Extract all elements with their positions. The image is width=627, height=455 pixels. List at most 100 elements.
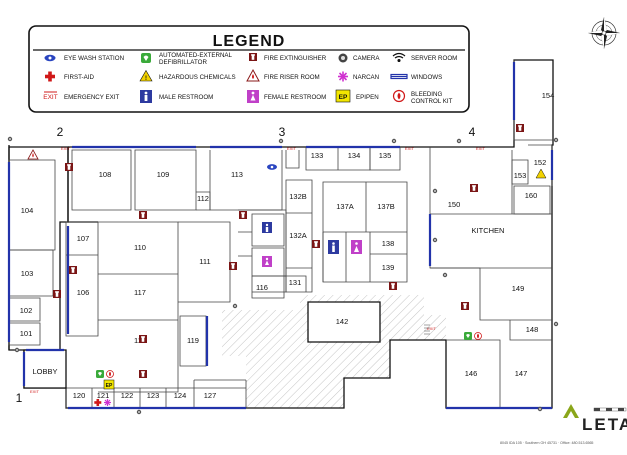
camera-icon bbox=[14, 347, 20, 353]
legend-label-first-aid: FIRST-AID bbox=[64, 74, 94, 81]
wing-marker-2: 2 bbox=[57, 125, 64, 139]
camera-icon bbox=[232, 303, 238, 309]
room-160: 160 bbox=[525, 191, 538, 200]
legend-label-epipen: EPIPEN bbox=[356, 94, 379, 101]
room-138: 138 bbox=[382, 239, 395, 248]
room-153: 153 bbox=[514, 171, 527, 180]
legend-label-aed: AUTOMATED-EXTERNAL bbox=[159, 52, 233, 59]
legend-label-female: FEMALE RESTROOM bbox=[264, 94, 326, 101]
aed-icon bbox=[141, 53, 151, 63]
legend-label-hazardous: HAZARDOUS CHEMICALS bbox=[159, 74, 236, 81]
room-121: 121 bbox=[97, 391, 110, 400]
room-lobby: LOBBY bbox=[32, 367, 57, 376]
room-107: 107 bbox=[77, 234, 90, 243]
svg-text:EXIT: EXIT bbox=[61, 146, 70, 151]
male-restroom-icon bbox=[328, 240, 339, 254]
fire-riser-icon bbox=[27, 149, 39, 160]
room-131: 131 bbox=[289, 278, 302, 287]
exit-icon: EXIT bbox=[43, 91, 58, 101]
fire-extinguisher-icon bbox=[139, 370, 147, 378]
room-132B: 132B bbox=[289, 192, 307, 201]
legend-frame bbox=[28, 25, 470, 113]
fire-extinguisher-icon bbox=[312, 240, 320, 248]
legend-panel: LEGEND EXIT ! EP EYE WASH STATION AUTOMA… bbox=[28, 25, 470, 113]
room-134: 134 bbox=[348, 151, 361, 160]
bleeding-kit-icon bbox=[474, 332, 482, 340]
room-152: 152 bbox=[534, 158, 547, 167]
room-120: 120 bbox=[73, 391, 86, 400]
female-restroom-icon bbox=[262, 256, 272, 267]
camera-icon bbox=[391, 138, 397, 144]
room-labels: 101 102 103 104 106 107 108 109 110 111 … bbox=[20, 91, 555, 400]
legend-label-bleeding-2: CONTROL KIT bbox=[411, 98, 453, 105]
room-133: 133 bbox=[311, 151, 324, 160]
wing-marker-1: 1 bbox=[16, 391, 23, 405]
room-kitchen: KITCHEN bbox=[472, 226, 505, 235]
male-restroom-icon bbox=[140, 90, 152, 103]
map-symbols: EP EXIT EXIT EXIT EXIT EXIT EXIT bbox=[7, 124, 559, 415]
first-aid-cross-icon bbox=[45, 71, 55, 82]
room-104: 104 bbox=[21, 206, 34, 215]
legend-label-male: MALE RESTROOM bbox=[159, 94, 213, 101]
female-restroom-icon bbox=[351, 240, 362, 254]
svg-text:EXIT: EXIT bbox=[43, 94, 57, 101]
narcan-icon bbox=[338, 71, 348, 82]
legend-label-bleeding: BLEEDING bbox=[411, 91, 442, 98]
room-127: 127 bbox=[204, 391, 217, 400]
room-110: 110 bbox=[134, 243, 146, 252]
legend-label-aed-2: DEFIBRILLATOR bbox=[159, 59, 207, 66]
fire-extinguisher-icon bbox=[139, 211, 147, 219]
room-101: 101 bbox=[20, 329, 33, 338]
camera-icon bbox=[537, 406, 543, 412]
room-122: 122 bbox=[121, 391, 134, 400]
scale-bar bbox=[593, 407, 627, 412]
eye-icon bbox=[267, 164, 277, 170]
room-108: 108 bbox=[99, 170, 112, 179]
leta-logo-icon bbox=[563, 404, 579, 418]
svg-text:EXIT: EXIT bbox=[427, 326, 436, 331]
room-137A: 137A bbox=[336, 202, 354, 211]
legend-label-windows: WINDOWS bbox=[411, 74, 442, 81]
legend-label-fire-riser: FIRE RISER ROOM bbox=[264, 74, 320, 81]
room-135: 135 bbox=[379, 151, 392, 160]
camera-icon bbox=[432, 188, 438, 194]
fire-extinguisher-icon bbox=[470, 184, 478, 192]
room-149: 149 bbox=[512, 284, 525, 293]
fire-extinguisher-icon bbox=[389, 282, 397, 290]
svg-text:EXIT: EXIT bbox=[405, 146, 414, 151]
room-150: 150 bbox=[448, 200, 461, 209]
fire-extinguisher-icon bbox=[461, 302, 469, 310]
room-137B: 137B bbox=[377, 202, 395, 211]
room-147: 147 bbox=[515, 369, 528, 378]
room-148: 148 bbox=[526, 325, 539, 334]
epipen-icon: EP bbox=[335, 89, 351, 103]
legend-label-server-room: SERVER ROOM bbox=[411, 55, 457, 62]
camera-icon bbox=[553, 321, 559, 327]
svg-text:EXIT: EXIT bbox=[287, 146, 296, 151]
wing-marker-4: 4 bbox=[469, 125, 476, 139]
camera-icon bbox=[553, 137, 559, 143]
fire-extinguisher-icon bbox=[249, 53, 257, 61]
fire-extinguisher-icon bbox=[229, 262, 237, 270]
hazard-icon: ! bbox=[139, 69, 153, 82]
camera-icon bbox=[7, 136, 13, 142]
aed-icon bbox=[96, 370, 104, 378]
svg-text:!: ! bbox=[145, 76, 147, 82]
hatched-corridor bbox=[222, 295, 446, 408]
room-139: 139 bbox=[382, 263, 395, 272]
legend-label-narcan: NARCAN bbox=[353, 74, 379, 81]
fire-extinguisher-icon bbox=[53, 290, 61, 298]
hazard-icon bbox=[535, 168, 547, 179]
room-117: 117 bbox=[134, 288, 146, 297]
room-106: 106 bbox=[77, 288, 90, 297]
first-aid-cross-icon bbox=[94, 399, 102, 406]
legend-label-camera: CAMERA bbox=[353, 55, 380, 62]
wifi-icon bbox=[392, 52, 406, 63]
fire-extinguisher-icon bbox=[69, 266, 77, 274]
eye-icon bbox=[44, 54, 56, 62]
brand-footer: 8045 IDA 105 · Southern OH 45731 · Offic… bbox=[500, 441, 593, 445]
legend-label-fire-extinguisher: FIRE EXTINGUISHER bbox=[264, 55, 327, 62]
room-109: 109 bbox=[157, 170, 170, 179]
room-119: 119 bbox=[187, 336, 199, 345]
